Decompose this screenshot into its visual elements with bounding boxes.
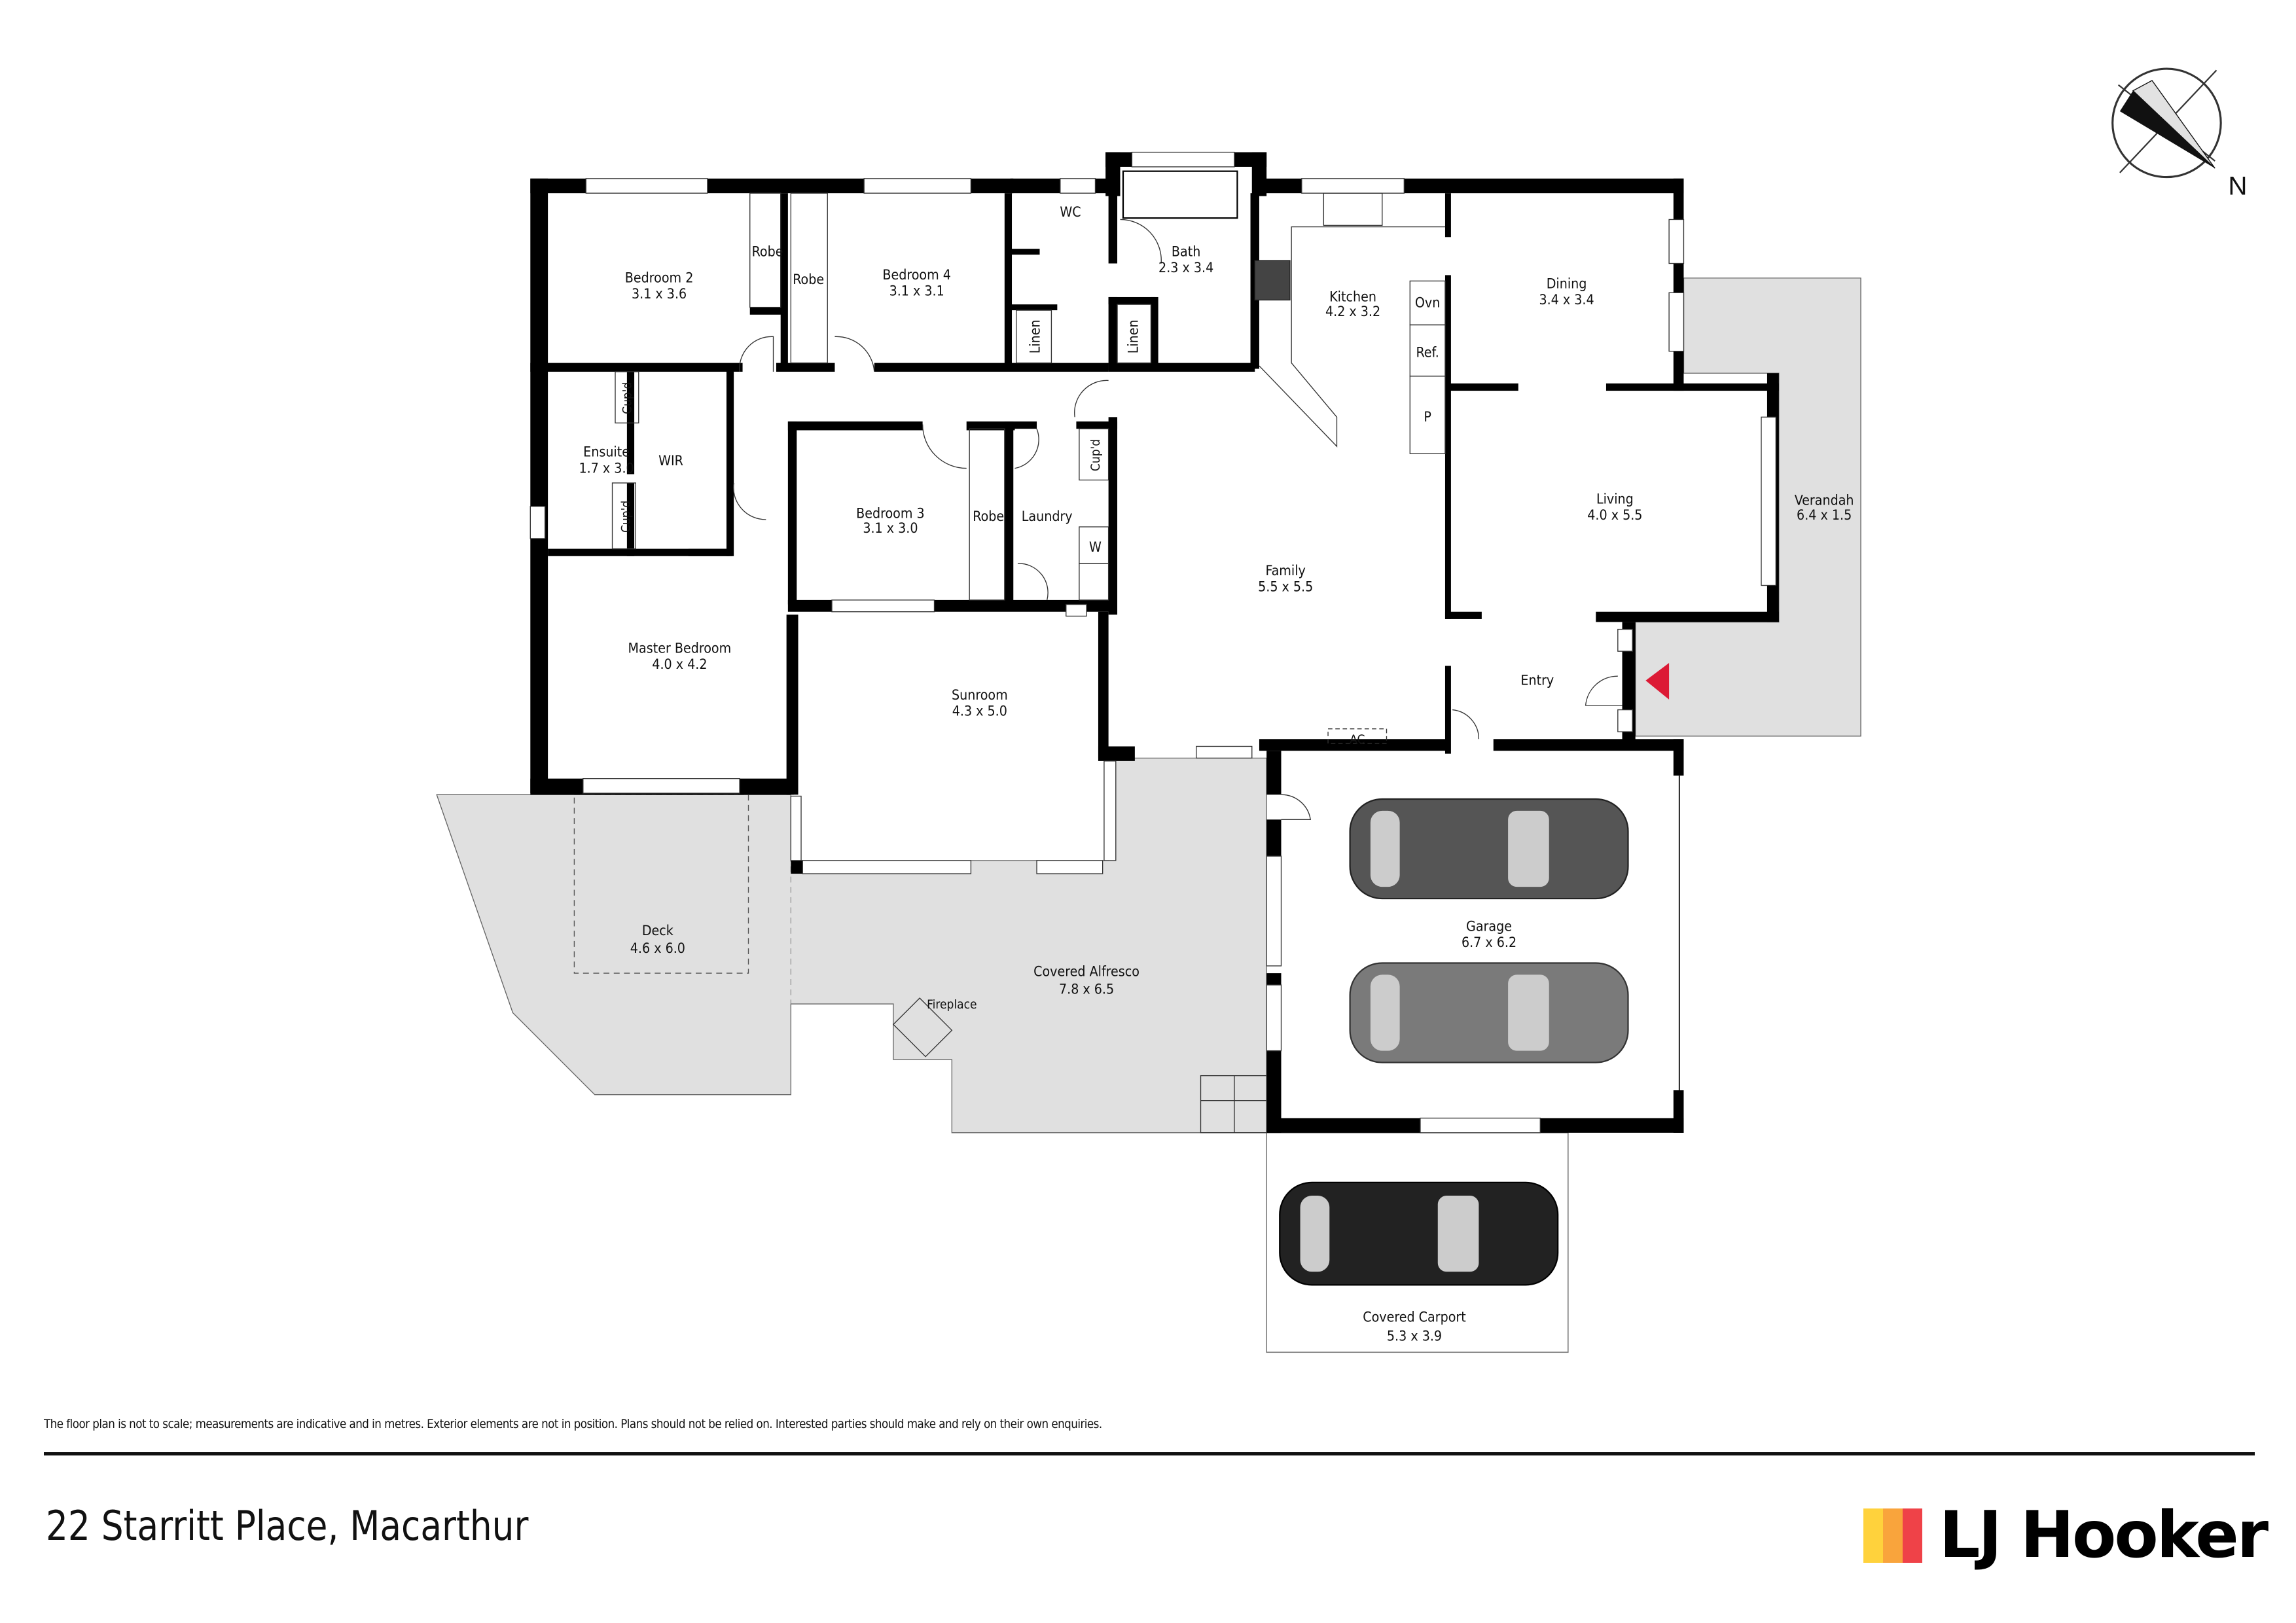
room-name-verandah: Verandah [1795,493,1854,509]
room-size-bath: 2.3 x 3.4 [1158,260,1213,276]
label-ac: AC [1350,732,1365,747]
label-fridge: Ref. [1416,345,1439,361]
room-size-deck: 4.6 x 6.0 [630,940,685,957]
room-labels: Bedroom 2 3.1 x 3.6 Bedroom 4 3.1 x 3.1 … [579,243,1854,1344]
fixtures [611,170,1623,1133]
entry-arrow-icon [1645,663,1670,700]
car-garage-2 [1349,962,1629,1063]
label-wc: WC [1060,204,1081,221]
room-name-carport: Covered Carport [1363,1309,1466,1325]
property-address: 22 Starritt Place, Macarthur [46,1502,529,1550]
disclaimer-text: The floor plan is not to scale; measurem… [44,1417,1102,1431]
label-entry: Entry [1520,673,1554,689]
room-name-alfresco: Covered Alfresco [1033,964,1139,980]
car-garage-1 [1349,798,1629,900]
outdoor-areas [436,277,1861,1133]
room-size-dining: 3.4 x 3.4 [1539,292,1594,308]
car-carport [1279,1181,1559,1286]
label-pantry: P [1424,409,1431,425]
room-name-deck: Deck [642,923,674,939]
room-name-bedroom4: Bedroom 4 [882,267,951,283]
room-name-master: Master Bedroom [628,640,732,656]
brand-color-bars-icon [1863,1508,1922,1563]
brand-logo: LJ Hooker [1863,1498,2269,1573]
room-size-bedroom2: 3.1 x 3.6 [632,286,687,302]
label-laundry: Laundry [1022,508,1073,525]
label-linen-1: Linen [1028,319,1044,353]
room-name-kitchen: Kitchen [1329,289,1376,306]
label-cupd-ensuite-2: Cup'd [619,501,633,533]
label-linen-2: Linen [1125,319,1141,353]
label-robe-bed4: Robe [793,272,824,288]
room-name-bath: Bath [1172,243,1200,260]
label-cupd-laundry: Cup'd [1088,439,1103,471]
room-size-ensuite: 1.7 x 3.0 [579,460,634,476]
room-name-sunroom: Sunroom [952,687,1008,704]
deck-alfresco-area [436,757,1267,1133]
label-cupd-ensuite-1: Cup'd [620,382,635,414]
room-size-living: 4.0 x 5.5 [1587,507,1642,524]
windows [529,151,1777,1133]
room-size-family: 5.5 x 5.5 [1258,579,1313,595]
room-size-alfresco: 7.8 x 6.5 [1059,981,1114,997]
brand-name: LJ Hooker [1939,1498,2269,1573]
room-size-sunroom: 4.3 x 5.0 [952,704,1007,720]
footer-divider [44,1452,2255,1455]
room-size-kitchen: 4.2 x 3.2 [1325,304,1380,320]
room-name-bedroom2: Bedroom 2 [625,270,694,287]
fixture-labels: WC Robe Robe Robe WIR Laundry W Ovn Ref.… [619,204,1554,1012]
label-robe-bed2: Robe [752,243,783,260]
room-name-living: Living [1596,491,1634,507]
label-washer: W [1089,539,1102,556]
label-oven: Ovn [1415,295,1440,312]
room-name-family: Family [1266,563,1306,579]
room-size-carport: 5.3 x 3.9 [1387,1328,1442,1344]
label-wir: WIR [658,453,683,469]
room-name-bedroom3: Bedroom 3 [856,506,925,522]
room-name-garage: Garage [1466,918,1512,935]
room-size-master: 4.0 x 4.2 [652,656,707,673]
svg-text:N: N [2228,171,2247,200]
room-size-bedroom4: 3.1 x 3.1 [889,283,944,300]
north-arrow-icon: N [2111,67,2247,200]
label-fireplace: Fireplace [927,997,977,1012]
room-name-ensuite: Ensuite [583,444,630,461]
room-size-bedroom3: 3.1 x 3.0 [863,520,918,537]
room-size-verandah: 6.4 x 1.5 [1797,507,1852,524]
room-name-dining: Dining [1547,276,1587,293]
label-robe-bed3: Robe [973,508,1004,525]
room-size-garage: 6.7 x 6.2 [1462,935,1516,951]
